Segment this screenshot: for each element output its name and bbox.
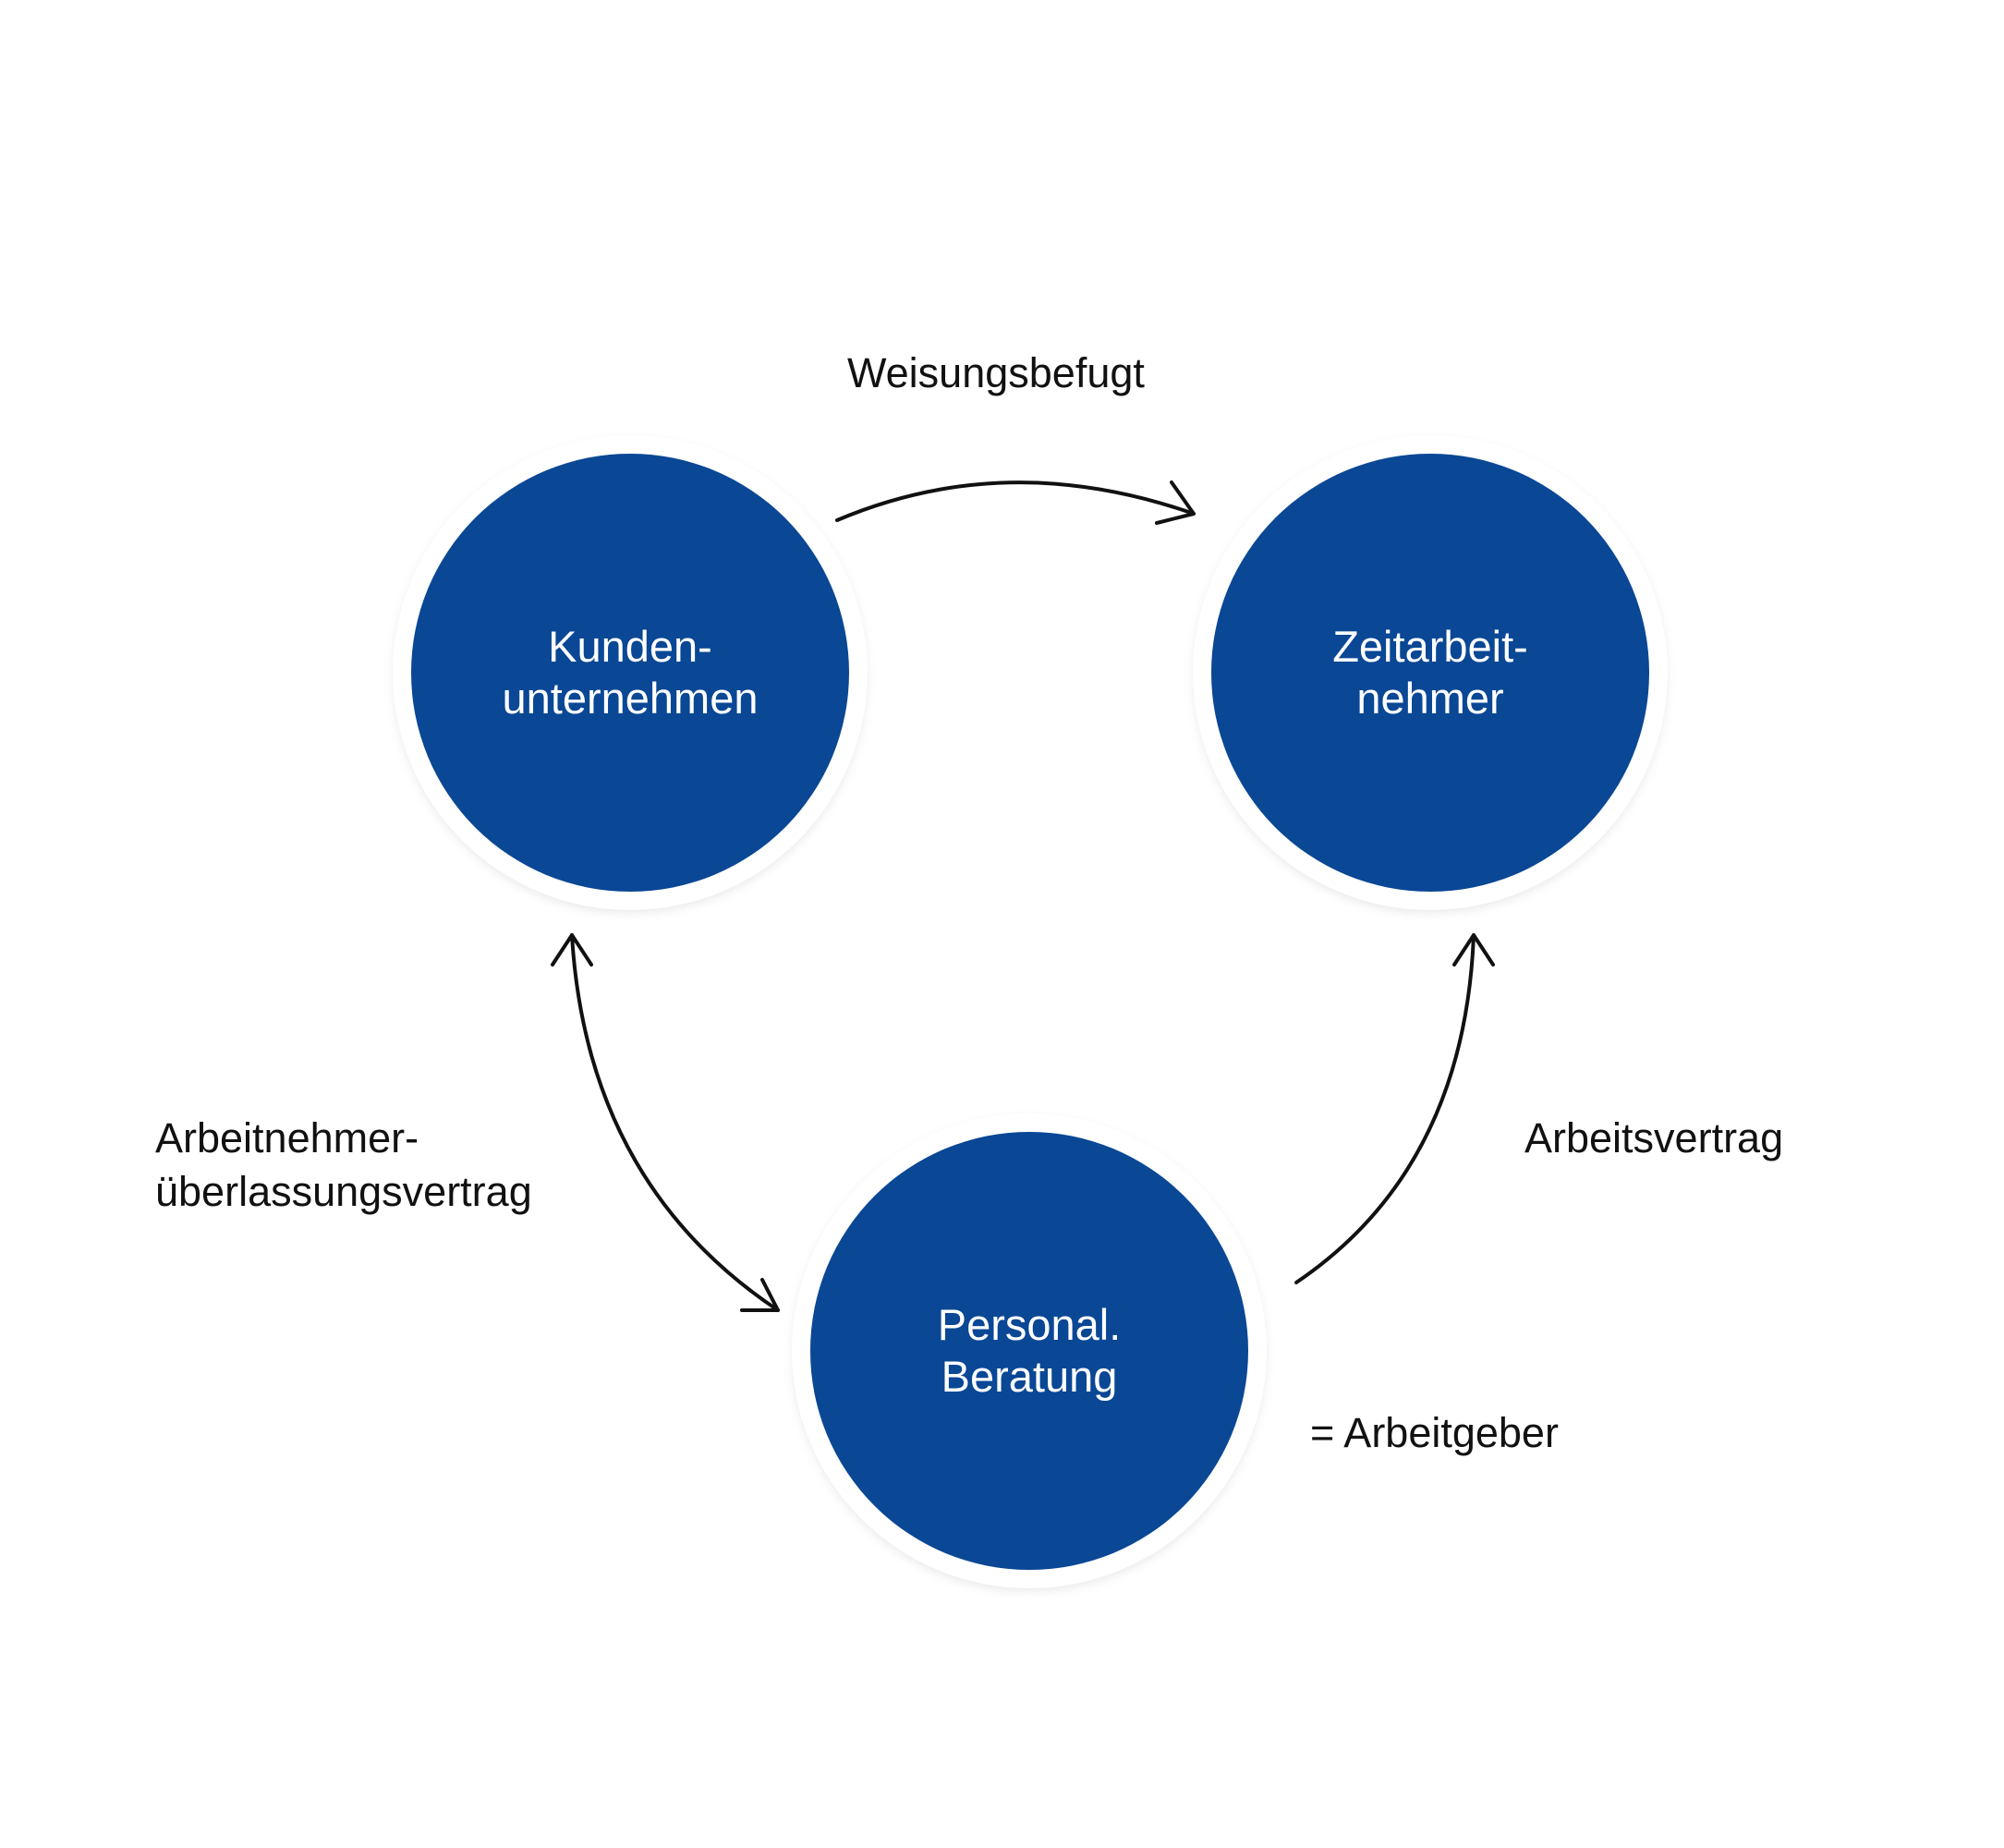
node-personal-beratung-label-line1: Personal.	[937, 1300, 1122, 1349]
arrow-aue-head-bottom	[740, 1278, 780, 1312]
node-personal-beratung-label-line2: Beratung	[941, 1352, 1118, 1401]
arrow-arbeitsvertrag-head	[1452, 933, 1495, 967]
arrow-aue-head-top	[551, 933, 593, 967]
edge-label-aue-line1: Arbeitnehmer-	[155, 1114, 419, 1161]
arrow-weisung-head	[1155, 480, 1196, 525]
annotation-arbeitgeber: = Arbeitgeber	[1310, 1409, 1559, 1456]
node-personal-beratung: Personal. Beratung	[810, 1132, 1248, 1570]
arrow-aue-line	[570, 933, 780, 1312]
node-kundenunternehmen: Kunden- unternehmen	[411, 454, 849, 892]
arrow-arbeitsvertrag-line	[1294, 933, 1476, 1284]
edge-label-arbeitsvertrag: Arbeitsvertrag	[1524, 1114, 1784, 1161]
edge-label-weisungsbefugt: Weisungsbefugt	[847, 349, 1145, 396]
node-kundenunternehmen-label-line1: Kunden-	[548, 622, 712, 671]
node-zeitarbeitnehmer-label-line1: Zeitarbeit-	[1332, 622, 1528, 671]
node-zeitarbeitnehmer: Zeitarbeit- nehmer	[1211, 454, 1649, 892]
edge-label-arbeitnehmerueberlassungsvertrag: Arbeitnehmer- überlassungsvertrag	[155, 1112, 532, 1219]
node-kundenunternehmen-label-line2: unternehmen	[502, 674, 759, 723]
node-zeitarbeitnehmer-label-line2: nehmer	[1356, 674, 1504, 723]
edge-label-aue-line2: überlassungsvertrag	[155, 1168, 532, 1215]
arrow-weisung-line	[835, 480, 1196, 522]
